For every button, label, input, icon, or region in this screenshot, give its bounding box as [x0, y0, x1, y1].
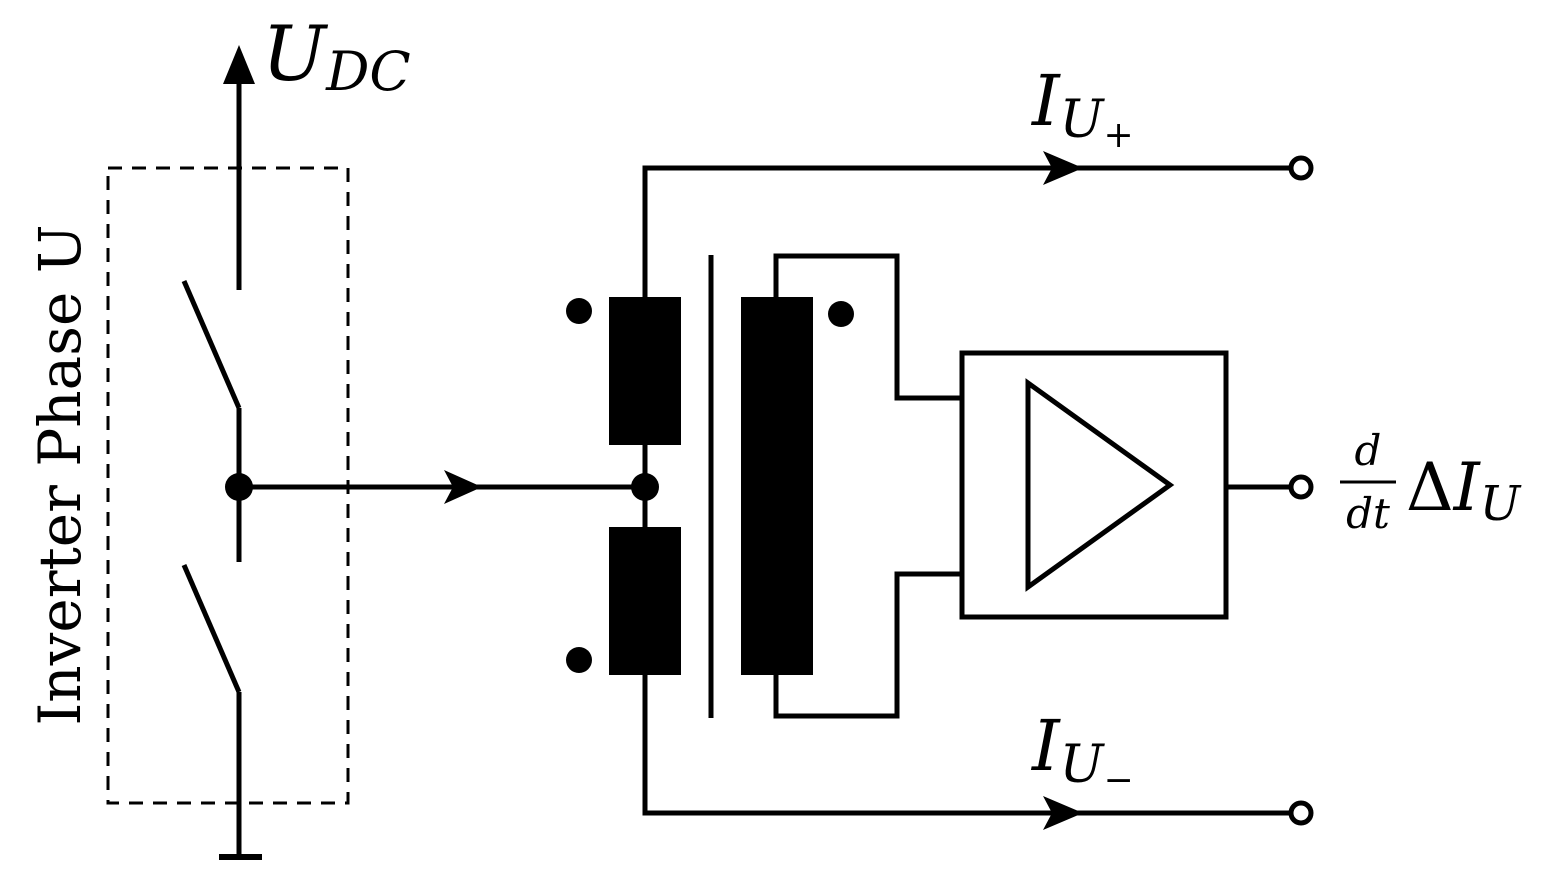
- output-current-symbol: I: [1453, 449, 1482, 526]
- secondary-winding: [741, 297, 813, 675]
- primary-winding-upper: [609, 297, 681, 445]
- output-label: d dt ΔIU: [1340, 426, 1522, 538]
- output-terminal: [1288, 474, 1314, 500]
- output-current-subscript: U: [1480, 476, 1522, 532]
- secondary-wire-top: [773, 253, 962, 401]
- lower-current-sign: −: [1103, 760, 1133, 801]
- inverter-block: Inverter Phase U: [26, 166, 350, 805]
- upper-switch-blade: [181, 280, 242, 409]
- lower-switch: [181, 564, 262, 860]
- lower-current-path: IU−: [642, 675, 1314, 830]
- dc-voltage-label: UDC: [262, 9, 411, 103]
- primary-winding-lower: [609, 527, 681, 675]
- lower-current-label: IU−: [1030, 705, 1134, 801]
- phase-current-arrow: [444, 470, 482, 504]
- upper-current-wire: [642, 165, 1290, 297]
- output-frac-denominator: dt: [1346, 489, 1390, 538]
- upper-terminal: [1288, 155, 1314, 181]
- current-transformer: [566, 255, 854, 718]
- upper-current-label: IU+: [1030, 60, 1134, 156]
- secondary-wiring: [773, 253, 962, 719]
- phase-output: [225, 470, 659, 504]
- lower-current-arrow: [1043, 796, 1083, 830]
- lower-switch-blade: [181, 564, 242, 693]
- polarity-dot-upper: [566, 298, 592, 324]
- output-signal-label: ΔIU: [1406, 449, 1522, 532]
- dc-arrow-head: [223, 45, 255, 84]
- polarity-dot-secondary: [828, 301, 854, 327]
- lower-current-subscript: U: [1060, 735, 1106, 795]
- upper-current-symbol: I: [1030, 60, 1061, 142]
- upper-current-path: IU+: [642, 60, 1314, 297]
- upper-switch: [181, 280, 242, 562]
- output-frac-numerator: d: [1355, 426, 1382, 475]
- upper-current-arrow: [1043, 151, 1083, 185]
- amplifier-box: [959, 350, 1229, 620]
- dc-voltage-symbol: U: [262, 9, 329, 98]
- polarity-dot-lower: [566, 647, 592, 673]
- upper-current-sign: +: [1103, 115, 1133, 156]
- secondary-wire-bottom: [773, 571, 962, 719]
- inverter-label: Inverter Phase U: [26, 224, 94, 725]
- dc-voltage-subscript: DC: [325, 40, 411, 103]
- lower-current-wire: [642, 675, 1290, 816]
- upper-current-subscript: U: [1060, 90, 1106, 150]
- amplifier-triangle: [1025, 378, 1175, 592]
- amplifier-block: [959, 350, 1314, 620]
- output-delta: Δ: [1406, 449, 1454, 526]
- lower-current-symbol: I: [1030, 705, 1061, 787]
- dc-supply: UDC: [223, 9, 411, 290]
- lower-terminal: [1288, 800, 1314, 826]
